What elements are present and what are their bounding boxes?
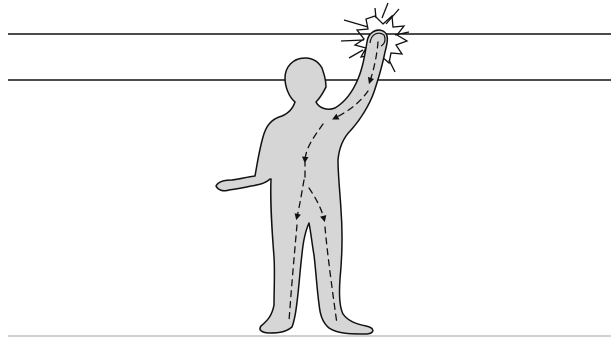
human-figure <box>216 30 387 334</box>
